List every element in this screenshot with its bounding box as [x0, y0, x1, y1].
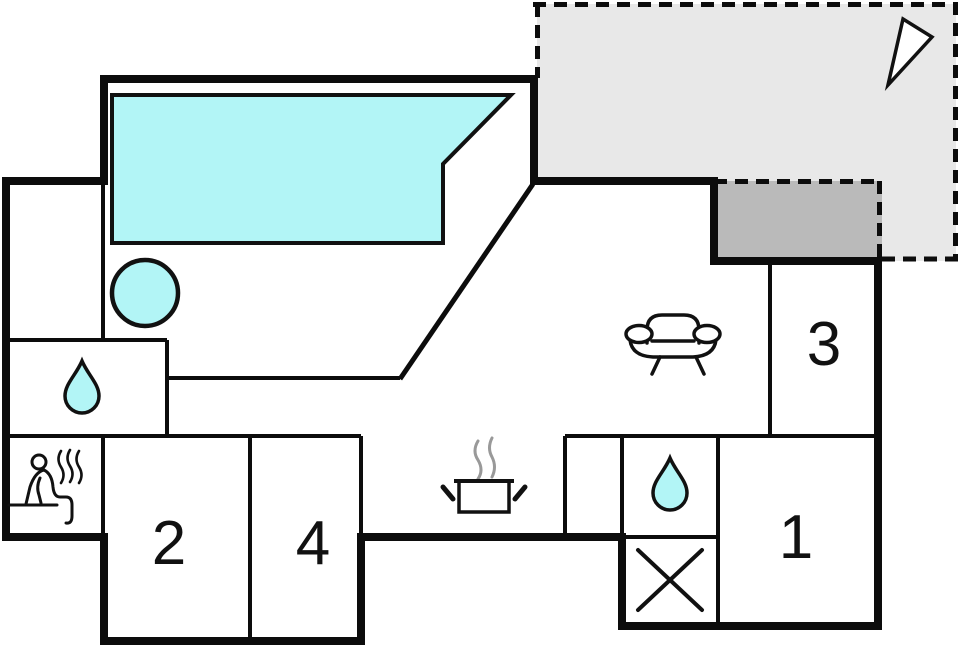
water-features: [63, 93, 689, 512]
room-label-4: 4: [296, 509, 330, 578]
cross-marker-icon: [636, 548, 704, 612]
pot-body: [440, 479, 528, 514]
sauna-steam: [57, 448, 83, 485]
cooking-pot-icon: [440, 436, 528, 514]
swimming-pool: [110, 93, 516, 245]
sofa-arm-right: [692, 323, 722, 345]
sauna-person: [7, 453, 74, 525]
room-label-1: 1: [779, 503, 813, 572]
sofa-arm-left: [624, 323, 654, 345]
water-drop-icon-bathroom-left: [63, 356, 101, 415]
sofa-leg-right: [694, 355, 706, 376]
sofa-icon: [624, 313, 722, 376]
room-label-3: 3: [807, 310, 841, 379]
sauna-icon: [7, 448, 83, 525]
pot-steam: [473, 436, 496, 481]
sofa-base: [628, 338, 718, 359]
terrace-area: [537, 4, 956, 261]
terrace: [533, 2, 958, 262]
terrace-border-dashed: [533, 2, 958, 262]
water-drop-icon-bathroom-right: [651, 453, 689, 512]
hot-tub: [109, 257, 181, 329]
sofa-leg-left: [650, 355, 662, 376]
north-arrow-icon: [884, 16, 935, 92]
covered-terrace-area: [714, 181, 882, 261]
diagonal-wall: [397, 182, 536, 381]
room-labels: 2 4 3 1: [152, 310, 841, 578]
building-interior-walls: [4, 181, 878, 641]
sofa-back: [645, 313, 701, 345]
room-label-2: 2: [152, 509, 186, 578]
